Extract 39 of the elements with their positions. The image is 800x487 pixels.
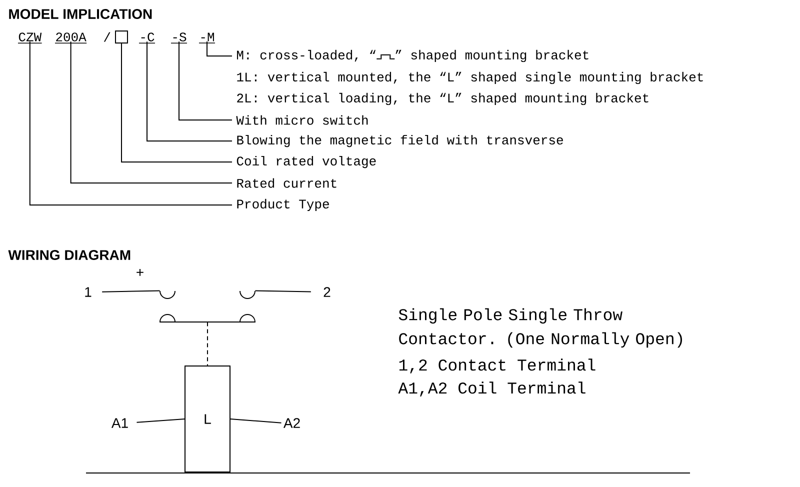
description-text: Single Pole Single Throw Contactor. (One Normally Open) bbox=[398, 308, 682, 348]
terminal-label: A2 bbox=[283, 418, 300, 428]
code-description: Blowing the magnetic field with transverse bbox=[237, 134, 563, 148]
model-code: CZW bbox=[18, 32, 42, 42]
terminal-label: 2 bbox=[324, 287, 330, 297]
description-text: 1,2 Contact Terminal bbox=[399, 358, 596, 374]
wire bbox=[230, 418, 282, 424]
leader-line bbox=[206, 40, 232, 56]
slash: / bbox=[104, 32, 110, 42]
fixed-contact bbox=[240, 290, 256, 299]
leader-line bbox=[70, 41, 232, 184]
heading: MODEL IMPLICATION bbox=[9, 9, 152, 19]
moving-contact bbox=[160, 314, 256, 322]
terminal-label: 1 bbox=[85, 287, 92, 297]
leader-line bbox=[29, 41, 232, 206]
coil-box: L bbox=[184, 366, 230, 472]
model-code: -S bbox=[173, 32, 186, 42]
code-description: Coil rated voltage bbox=[236, 156, 376, 168]
fixed-contact bbox=[160, 290, 176, 299]
wire bbox=[254, 290, 312, 292]
code-description: With micro switch bbox=[236, 115, 368, 125]
linkage-line bbox=[207, 322, 208, 366]
terminal-label: A1 bbox=[111, 418, 128, 428]
model-code: 200A bbox=[56, 32, 86, 42]
description-text: A1,A2 Coil Terminal bbox=[398, 382, 586, 396]
voltage-placeholder-box bbox=[115, 30, 128, 44]
code-description: Product Type bbox=[237, 198, 329, 212]
code-description: M: cross-loaded, “ ” shaped mounting bracket bbox=[237, 50, 588, 62]
model-code: -M bbox=[201, 32, 214, 42]
polarity-sign: + bbox=[136, 268, 144, 276]
code-description: 2L: vertical loading, the “L” shaped mounting bracket bbox=[237, 92, 648, 106]
model-code: -C bbox=[141, 32, 154, 42]
code-description: Rated current bbox=[237, 178, 336, 188]
leader-line bbox=[146, 41, 232, 142]
wire bbox=[136, 418, 185, 423]
leader-line bbox=[178, 41, 232, 120]
wire bbox=[102, 290, 160, 292]
heading: WIRING DIAGRAM bbox=[8, 250, 130, 260]
leader-line bbox=[121, 43, 232, 162]
